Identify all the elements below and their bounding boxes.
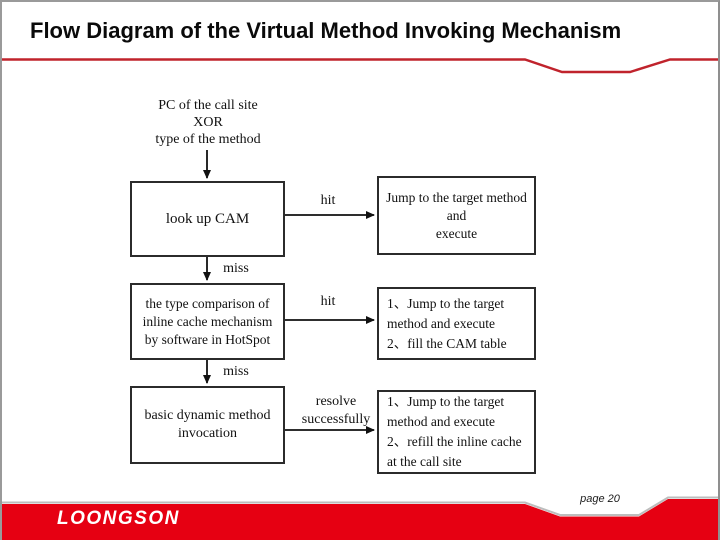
flow-box-text: execute bbox=[435, 225, 478, 241]
flow-box-text: method and execute bbox=[387, 414, 495, 429]
edge-label-hit-1: hit bbox=[320, 193, 336, 208]
page-title: Flow Diagram of the Virtual Method Invok… bbox=[30, 18, 622, 43]
edge-label-hit-2: hit bbox=[320, 294, 336, 309]
edge-label-line: successfully bbox=[301, 412, 371, 427]
flow-box-text: invocation bbox=[177, 426, 238, 441]
flow-box-text: at the call site bbox=[387, 454, 462, 469]
flow-box-text: look up CAM bbox=[165, 211, 250, 227]
flow-box-text: Jump to the target method bbox=[386, 189, 527, 205]
flow-box-text: and bbox=[446, 207, 467, 223]
flow-start-line: type of the method bbox=[155, 132, 261, 147]
flow-box-text: 1、Jump to the target bbox=[387, 295, 505, 311]
edge-label-line: resolve bbox=[315, 394, 357, 409]
edge-label-miss-1: miss bbox=[223, 261, 249, 276]
header-divider-line bbox=[2, 58, 718, 74]
flow-box-text: 2、refill the inline cache bbox=[387, 434, 522, 449]
flow-box-jump-and-execute: Jump to the target method and execute bbox=[377, 176, 536, 255]
flow-box-basic-dynamic-invocation: basic dynamic method invocation bbox=[130, 386, 285, 464]
flow-box-jump-refill-inline-cache: 1、Jump to the target method and execute … bbox=[377, 390, 536, 474]
flow-start-text: PC of the call site XOR type of the meth… bbox=[127, 97, 289, 148]
flow-box-text: by software in HotSpot bbox=[144, 331, 271, 347]
flow-box-text: 2、fill the CAM table bbox=[387, 335, 507, 351]
flow-start-line: PC of the call site bbox=[158, 98, 258, 113]
flow-box-text: basic dynamic method bbox=[144, 408, 271, 423]
flow-box-jump-fill-cam: 1、Jump to the target method and execute … bbox=[377, 287, 536, 360]
flow-box-look-up-cam: look up CAM bbox=[130, 181, 285, 257]
loongson-logo: LOONGSON bbox=[57, 508, 180, 529]
edge-label-resolve-successfully: resolve successfully bbox=[289, 393, 383, 429]
edge-label-miss-2: miss bbox=[223, 364, 249, 379]
page-number-label: page 20 bbox=[580, 493, 620, 505]
flow-box-text: the type comparison of bbox=[145, 295, 270, 311]
flow-start-line: XOR bbox=[193, 115, 223, 130]
flow-box-text: inline cache mechanism bbox=[142, 313, 273, 329]
flow-box-type-comparison: the type comparison of inline cache mech… bbox=[130, 283, 285, 360]
flow-box-text: method and execute bbox=[387, 315, 495, 331]
flow-box-text: 1、Jump to the target bbox=[387, 394, 505, 409]
